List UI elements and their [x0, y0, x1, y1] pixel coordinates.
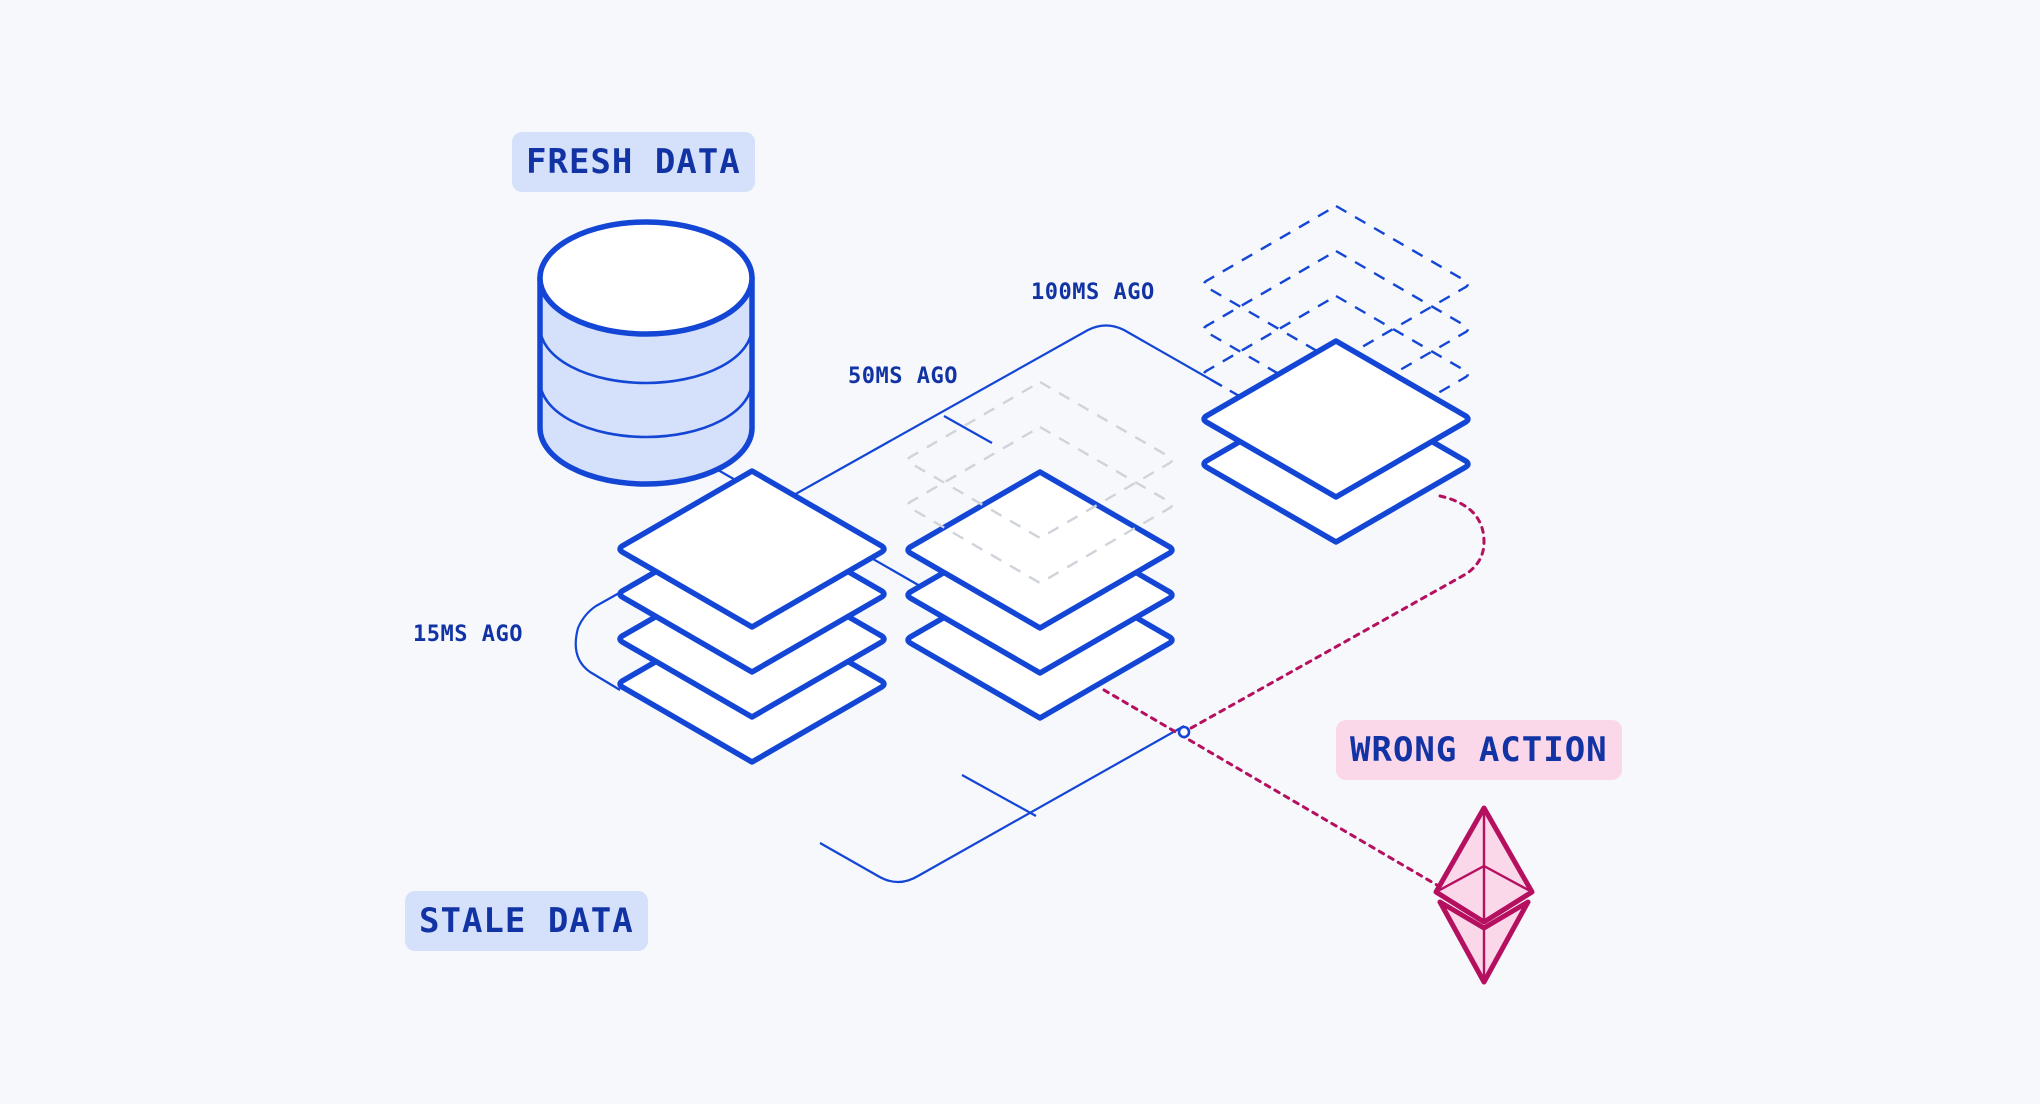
- timestamp-50ms: 50MS AGO: [848, 364, 958, 389]
- tick-50ms: [943, 415, 993, 444]
- tick-bottom: [961, 774, 1037, 817]
- wrong-action-paths: [1102, 494, 1486, 890]
- timestamp-15ms: 15MS AGO: [413, 622, 523, 647]
- fresh-data-label: FRESH DATA: [512, 132, 755, 192]
- wrong-path-from-100ms: [1182, 494, 1486, 734]
- stale-data-stack: [616, 471, 888, 762]
- stale-link-line: [819, 725, 1185, 884]
- timeline-path: [574, 324, 1223, 691]
- junction-dot: [1177, 725, 1191, 739]
- stack-50ms: [904, 380, 1176, 718]
- wrong-action-label: WRONG ACTION: [1336, 720, 1622, 780]
- database-icon: [537, 219, 755, 487]
- timestamp-100ms: 100MS AGO: [1031, 280, 1155, 305]
- wrong-path-from-50ms: [1102, 688, 1444, 890]
- stale-data-label: STALE DATA: [405, 891, 648, 951]
- stack-100ms: [1200, 204, 1472, 542]
- ethereum-icon: [1433, 805, 1535, 985]
